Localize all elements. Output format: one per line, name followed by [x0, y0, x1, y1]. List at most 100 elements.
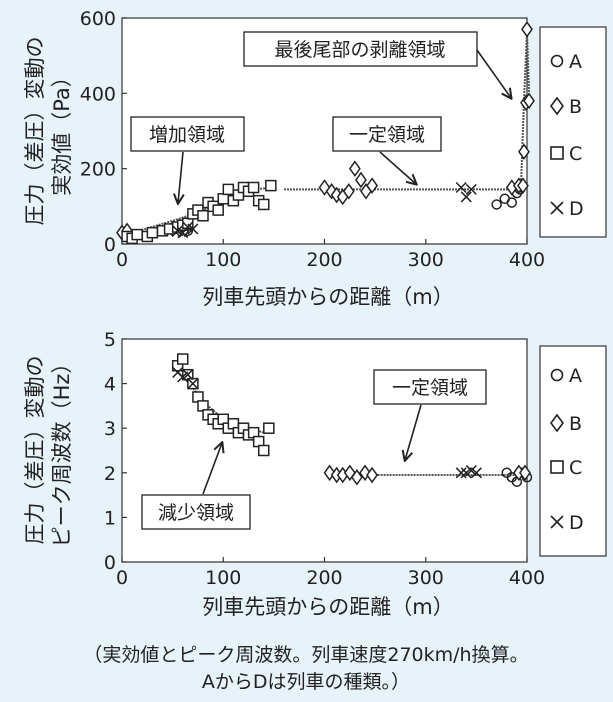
- callout-decrease-arrow: [202, 443, 222, 495]
- data-point-c: [177, 353, 189, 365]
- x-tick-label: 0: [116, 249, 128, 271]
- callout-decrease-label: 減少領域: [158, 502, 234, 524]
- x-tick-label: 100: [205, 567, 241, 589]
- legend-label-b: B: [569, 413, 582, 435]
- data-point-b: [366, 466, 379, 484]
- data-point-c: [197, 210, 209, 222]
- y-tick-label: 400: [80, 83, 116, 105]
- data-point-a: [506, 197, 518, 208]
- legend-label-b: B: [569, 96, 582, 118]
- legend-marker-square: [550, 146, 564, 160]
- y-tick-label: 2: [104, 463, 116, 485]
- legend-marker-diamond: [550, 413, 564, 433]
- y-tick-label: 4: [104, 374, 116, 396]
- y-axis-title-2-line1: 圧力（差圧）変動の: [23, 356, 47, 545]
- caption: （実効値とピーク周波数。列車速度270km/h換算。 AからDは列車の種類。）: [83, 644, 528, 693]
- y-axis-title-2-line2: ピーク周波数（Hz）: [50, 353, 74, 548]
- trend-line: [126, 186, 274, 236]
- data-point-b: [518, 143, 530, 161]
- data-points-2: [171, 353, 533, 487]
- caption-line-2: AからDは列車の種類。）: [202, 671, 410, 693]
- data-point-b: [355, 171, 367, 189]
- legend-label-d: D: [569, 512, 584, 534]
- data-point-b: [519, 464, 531, 482]
- callout-increase-box: [130, 116, 245, 152]
- callout-decrease-box: [141, 494, 251, 530]
- y-tick-label: 0: [104, 234, 116, 256]
- callout-increase-arrow: [178, 151, 183, 203]
- data-point-c: [212, 204, 224, 216]
- legend-marker-x: [550, 515, 564, 529]
- callout-increase: 増加領域: [130, 116, 245, 203]
- data-point-c: [263, 422, 275, 434]
- data-point-d: [460, 191, 472, 203]
- callout-increase-label: 増加領域: [149, 124, 225, 146]
- callout-constant-1: 一定領域: [332, 116, 442, 184]
- x-tick-label: 200: [306, 249, 342, 271]
- data-point-d: [455, 467, 467, 479]
- data-point-b: [350, 468, 363, 486]
- legend-marker-circle: [550, 368, 564, 382]
- data-point-c: [258, 444, 270, 457]
- callout-constant-1-arrow: [379, 151, 416, 184]
- callout-constant-1-label: 一定領域: [349, 124, 425, 146]
- callout-separation-arrow: [476, 49, 511, 98]
- legend-label-c: C: [569, 143, 582, 165]
- data-point-b: [517, 177, 529, 194]
- data-point-b: [366, 177, 379, 194]
- callout-constant-2-label: 一定領域: [392, 377, 468, 399]
- y-tick-label: 0: [104, 552, 116, 574]
- data-point-c: [258, 198, 270, 211]
- y-axis-title-1-line2: 実効値（Pa）: [50, 66, 74, 196]
- x-tick-label: 0: [116, 567, 128, 589]
- data-point-d: [455, 181, 467, 194]
- legend-marker-diamond: [550, 96, 564, 116]
- data-point-c: [146, 226, 159, 239]
- legend-label-c: C: [569, 457, 582, 479]
- callout-constant-2-box: [373, 369, 487, 405]
- x-tick-label: 400: [509, 249, 545, 271]
- callout-constant-2-arrow: [405, 404, 422, 460]
- y-axis-title-1: 圧力（差圧）変動の 実効値（Pa）: [23, 37, 74, 226]
- data-point-b: [342, 182, 355, 200]
- y-tick-label: 3: [104, 418, 116, 440]
- y-tick-label: 1: [104, 507, 116, 529]
- data-points-1: [116, 21, 535, 245]
- callout-separation: 最後尾部の剥離領域: [243, 31, 511, 98]
- data-point-c: [217, 193, 229, 205]
- legend-label-a: A: [569, 365, 582, 387]
- legend-2: A B C D: [539, 345, 607, 557]
- trend-line: [181, 369, 265, 434]
- legend-1: A B C D: [539, 26, 607, 238]
- data-point-c: [131, 228, 143, 241]
- data-point-d: [187, 378, 199, 390]
- caption-line-1: （実効値とピーク周波数。列車速度270km/h換算。: [83, 644, 528, 666]
- y-tick-label: 5: [104, 329, 116, 351]
- x-axis-title-1: 列車先頭からの距離（m）: [202, 285, 453, 309]
- data-point-d: [470, 467, 482, 479]
- data-point-c: [265, 179, 277, 192]
- x-tick-label: 100: [205, 249, 241, 271]
- y-axis-title-1-line1: 圧力（差圧）変動の: [23, 37, 47, 226]
- legend-box-2: [539, 345, 607, 557]
- data-point-d: [182, 369, 194, 381]
- x-tick-label: 200: [306, 567, 342, 589]
- legend-marker-circle: [550, 54, 564, 68]
- data-point-d: [465, 183, 477, 195]
- data-point-b: [348, 160, 361, 177]
- data-point-b: [521, 21, 533, 38]
- x-axis-title-2: 列車先頭からの距離（m）: [202, 595, 453, 619]
- x-tick-label: 300: [408, 567, 444, 589]
- legend-label-a: A: [569, 51, 582, 73]
- data-point-c: [247, 181, 260, 194]
- callout-constant-2: 一定領域: [373, 369, 487, 460]
- legend-marker-x: [550, 201, 564, 215]
- callout-decrease: 減少領域: [141, 443, 251, 530]
- y-axis-title-2: 圧力（差圧）変動の ピーク周波数（Hz）: [23, 353, 74, 548]
- y-tick-label: 600: [80, 8, 116, 30]
